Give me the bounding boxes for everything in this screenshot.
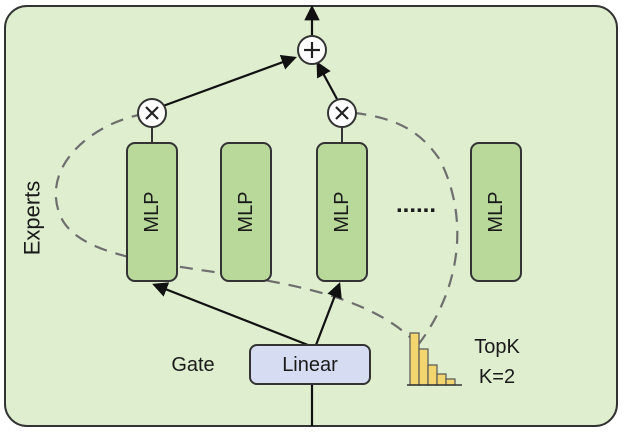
multiply-1-to-sum-arrow <box>162 55 297 108</box>
expert-mlp-3: MLP <box>316 142 368 282</box>
k-value-label: K=2 <box>479 366 515 388</box>
experts-ellipsis: ...... <box>396 191 436 218</box>
multiply-node-2 <box>327 98 357 128</box>
multiply-node-1 <box>137 98 167 128</box>
linear-to-expert-1-arrow <box>152 282 309 347</box>
linear-label: Linear <box>282 354 338 376</box>
linear-to-expert-3-arrow <box>314 282 342 346</box>
routing-path-right <box>354 111 459 346</box>
expert-mlp-2-label: MLP <box>235 191 257 232</box>
sum-node <box>297 35 327 65</box>
multiply-2-to-sum-arrow <box>316 61 338 100</box>
expert-mlp-3-label: MLP <box>331 191 353 232</box>
expert-mlp-2: MLP <box>220 142 272 282</box>
expert-mlp-1: MLP <box>126 142 178 282</box>
linear-layer: Linear <box>249 344 371 385</box>
expert-mlp-4-label: MLP <box>485 191 507 232</box>
gate-label: Gate <box>171 354 214 376</box>
expert-mlp-4: MLP <box>470 142 522 282</box>
topk-label: TopK <box>474 336 520 358</box>
topk-histogram-icon <box>407 332 462 386</box>
routing-path-left <box>54 111 419 346</box>
expert-mlp-1-label: MLP <box>141 191 163 232</box>
experts-side-label: Experts <box>20 181 45 256</box>
